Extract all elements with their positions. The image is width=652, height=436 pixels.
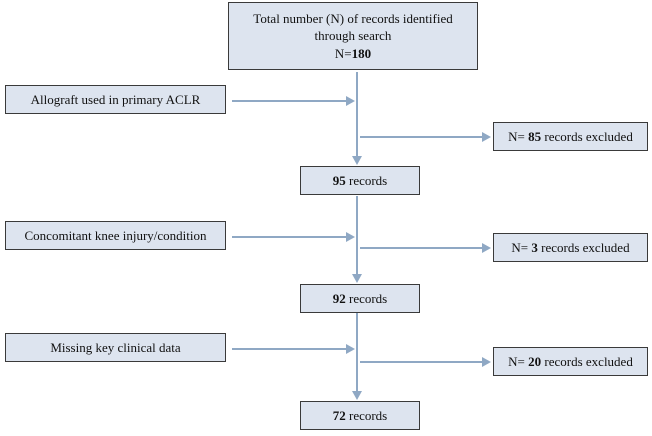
excluded-count-3: 20 <box>528 353 542 369</box>
arrow-head <box>346 232 355 242</box>
excluded-prefix-1: N= <box>508 128 529 144</box>
records-excluded-text-3: N= 20 records excluded <box>508 353 633 370</box>
arrow-head <box>352 391 362 400</box>
records-remaining-box-3: 72 records <box>300 401 420 430</box>
arrow-head <box>346 344 355 354</box>
excluded-prefix-3: N= <box>508 353 529 369</box>
records-excluded-box-2: N= 3 records excluded <box>493 233 648 262</box>
arrow-head <box>482 357 491 367</box>
arrow-shaft <box>356 196 358 276</box>
total-value: 180 <box>351 45 372 61</box>
total-prefix: N= <box>334 45 352 61</box>
excluded-suffix-1: records excluded <box>541 128 633 144</box>
remaining-suffix-2: records <box>345 290 388 306</box>
exclusion-criterion-label-2: Concomitant knee injury/condition <box>24 227 207 243</box>
excluded-suffix-3: records excluded <box>541 353 633 369</box>
records-excluded-text-2: N= 3 records excluded <box>511 239 629 256</box>
exclusion-criterion-box-2: Concomitant knee injury/condition <box>5 221 226 250</box>
records-remaining-box-1: 95 records <box>300 166 420 195</box>
remaining-suffix-1: records <box>345 172 388 188</box>
arrow-shaft <box>356 72 358 158</box>
arrow-shaft <box>232 348 348 350</box>
exclusion-criterion-label-3: Missing key clinical data <box>50 339 181 355</box>
records-identified-line2: through search <box>314 28 392 44</box>
arrow-shaft <box>360 361 484 363</box>
records-remaining-box-2: 92 records <box>300 284 420 313</box>
records-identified-box: Total number (N) of records identified t… <box>228 2 478 70</box>
records-excluded-box-3: N= 20 records excluded <box>493 347 648 376</box>
arrow-head <box>352 156 362 165</box>
records-excluded-box-1: N= 85 records excluded <box>493 122 648 151</box>
records-remaining-text-1: 95 records <box>333 172 388 189</box>
remaining-count-3: 72 <box>332 407 346 423</box>
arrow-head <box>352 274 362 283</box>
excluded-count-1: 85 <box>528 128 542 144</box>
excluded-prefix-2: N= <box>511 239 532 255</box>
excluded-count-2: 3 <box>531 239 538 255</box>
arrow-head <box>346 96 355 106</box>
remaining-count-1: 95 <box>332 172 346 188</box>
arrow-shaft <box>232 236 348 238</box>
records-excluded-text-1: N= 85 records excluded <box>508 128 633 145</box>
exclusion-criterion-box-1: Allograft used in primary ACLR <box>5 85 226 114</box>
arrow-head <box>482 243 491 253</box>
remaining-count-2: 92 <box>332 290 346 306</box>
records-remaining-text-3: 72 records <box>333 407 388 424</box>
arrow-shaft <box>360 247 484 249</box>
records-identified-total: N=180 <box>335 45 371 62</box>
arrow-shaft <box>360 136 484 138</box>
arrow-head <box>482 132 491 142</box>
exclusion-criterion-box-3: Missing key clinical data <box>5 333 226 362</box>
arrow-shaft <box>356 313 358 393</box>
excluded-suffix-2: records excluded <box>537 239 630 255</box>
arrow-shaft <box>232 100 348 102</box>
remaining-suffix-3: records <box>345 407 388 423</box>
records-identified-line1: Total number (N) of records identified <box>253 11 453 27</box>
records-remaining-text-2: 92 records <box>333 290 388 307</box>
exclusion-criterion-label-1: Allograft used in primary ACLR <box>30 91 201 107</box>
